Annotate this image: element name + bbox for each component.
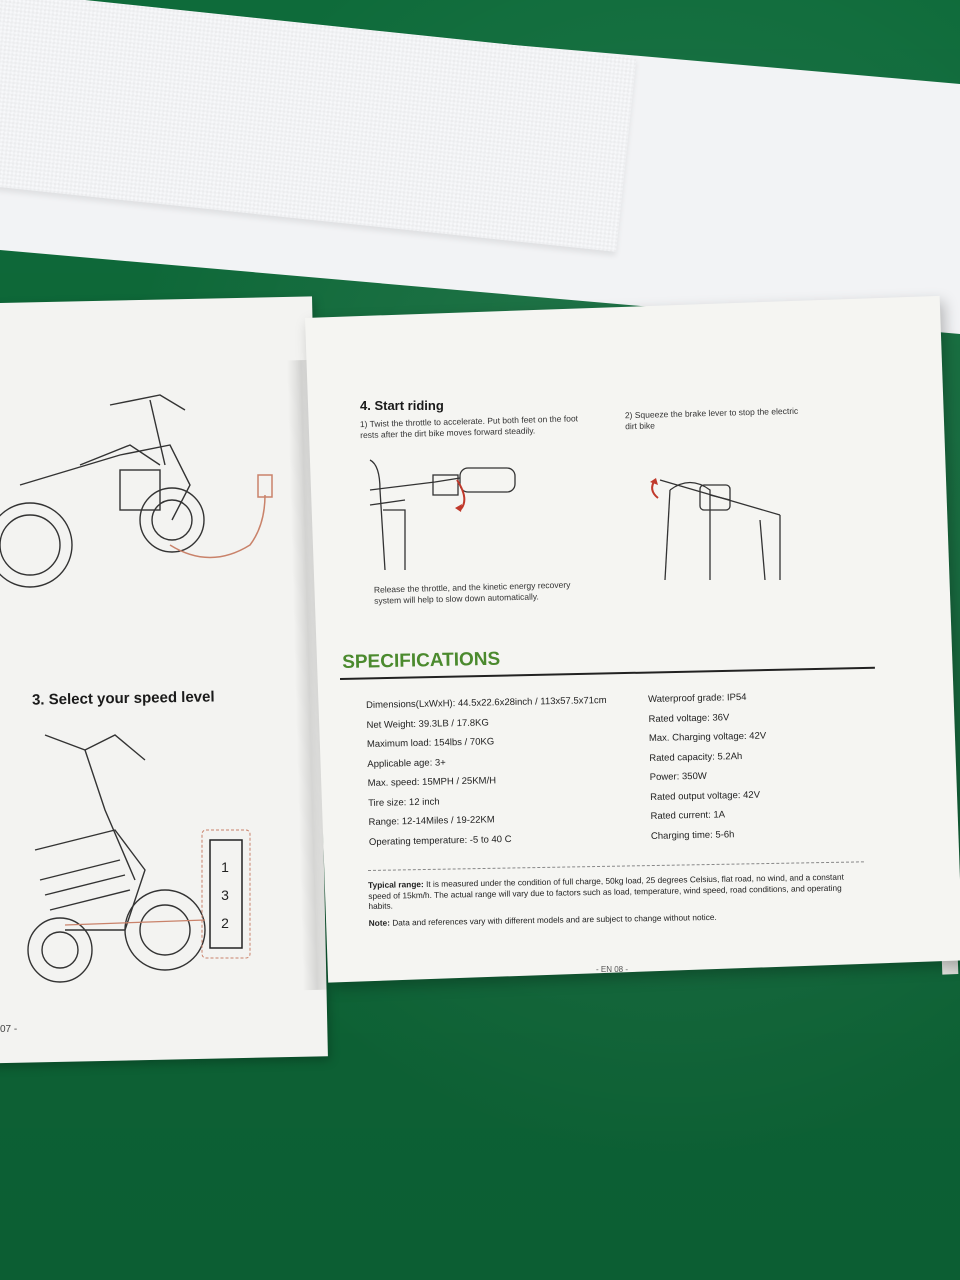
spec-power: Power: 350W — [649, 770, 707, 783]
spec-waterproof-grade: Waterproof grade: IP54 — [648, 691, 747, 705]
throttle-illustration — [369, 459, 516, 571]
spec-charging-time: Charging time: 5-6h — [650, 828, 735, 842]
right-page-number: - EN 08 - — [596, 965, 629, 974]
spec-rated-voltage: Rated voltage: 36V — [648, 711, 730, 725]
speed-switch-bike-illustration — [27, 734, 251, 983]
speed-level-heading: 3. Select your speed level — [31, 688, 215, 709]
specifications-title: SPECIFICATIONS — [342, 648, 501, 673]
speed-label-1: 1 — [221, 859, 229, 875]
charging-bike-illustration — [0, 394, 273, 588]
left-page-number: 07 - — [0, 1024, 18, 1035]
speed-switch-labels: 1 3 2 — [211, 853, 239, 937]
typical-range-label: Typical range: — [368, 879, 424, 890]
brake-instruction: 2) Squeeze the brake lever to stop the e… — [624, 405, 799, 432]
note-label: Note: — [368, 917, 391, 928]
speed-label-3: 3 — [221, 887, 229, 903]
specs-right-column: Waterproof grade: IP54 Rated voltage: 36… — [648, 692, 768, 850]
spec-max-charging-voltage: Max. Charging voltage: 42V — [648, 730, 767, 744]
speed-label-2: 2 — [221, 915, 229, 931]
spec-rated-current: Rated current: 1A — [650, 809, 726, 822]
notes-block: Typical range: It is measured under the … — [368, 871, 869, 928]
spec-rated-output-voltage: Rated output voltage: 42V — [650, 789, 761, 803]
specs-left-column: Dimensions(LxWxH): 44.5x22.6x28inch / 11… — [366, 695, 610, 856]
brake-lever-illustration — [650, 478, 781, 581]
start-riding-heading: 4. Start riding — [360, 398, 444, 413]
spec-rated-capacity: Rated capacity: 5.2Ah — [649, 750, 743, 764]
